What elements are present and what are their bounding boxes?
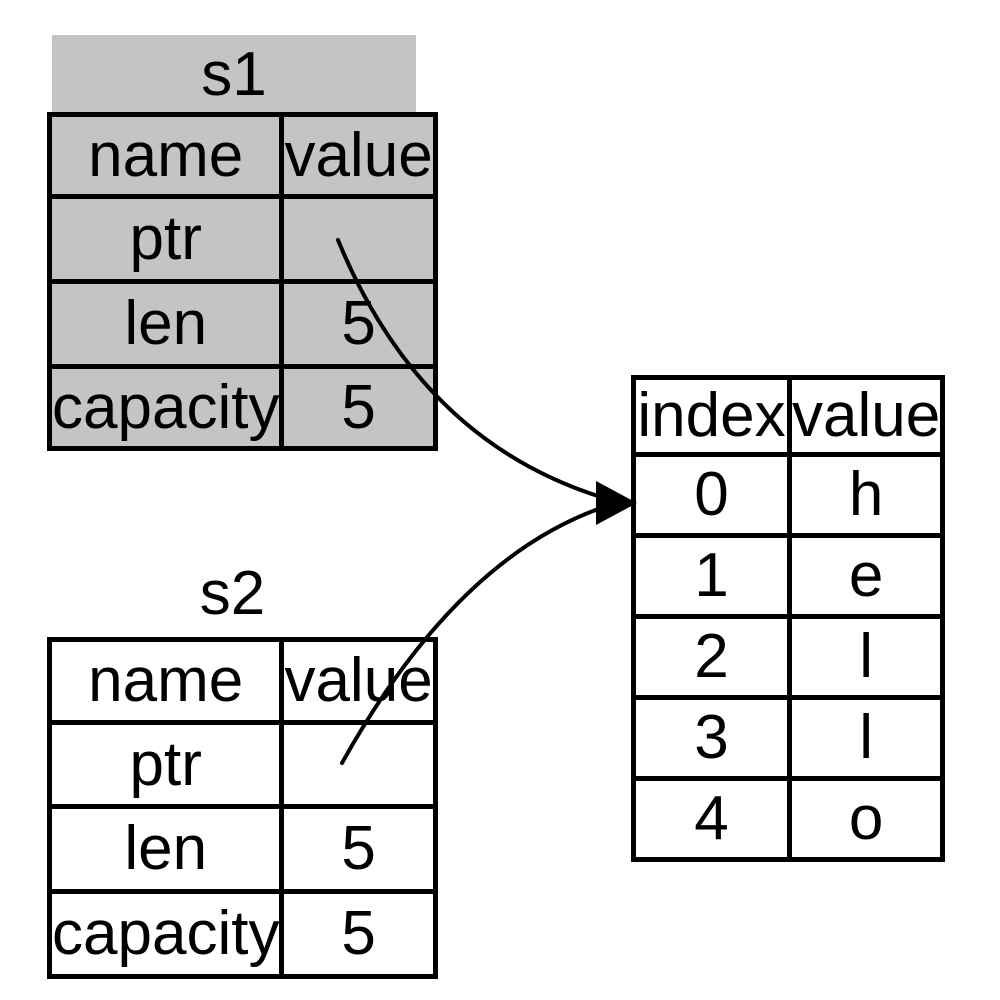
heap-index-cell: 1	[631, 533, 792, 619]
table-row: ptr	[46, 720, 438, 809]
s1-header-name: name	[46, 112, 285, 199]
table-row: capacity 5	[46, 889, 438, 979]
s1-title: s1	[201, 40, 267, 109]
heap-index-cell: 0	[631, 452, 792, 538]
table-row: ptr	[46, 194, 438, 284]
heap-header-value: value	[786, 375, 946, 457]
s1-ptr-name-cell: ptr	[46, 194, 285, 284]
table-row: index value	[631, 375, 946, 457]
table-row: len 5	[46, 279, 438, 369]
s2-header-value: value	[279, 637, 438, 725]
heap-value-cell: e	[786, 533, 946, 619]
heap-value-cell: h	[786, 452, 946, 538]
s1-len-value-cell: 5	[279, 279, 438, 369]
table-row: 3 l	[631, 695, 946, 781]
s1-capacity-value-cell: 5	[279, 364, 438, 451]
s2-header-name: name	[46, 637, 285, 725]
table-row: name value	[46, 637, 438, 725]
table-row: 0 h	[631, 452, 946, 538]
s2-ptr-value-cell	[279, 720, 438, 809]
table-row: 2 l	[631, 614, 946, 700]
heap-index-cell: 2	[631, 614, 792, 700]
table-row: 4 o	[631, 776, 946, 862]
heap-index-cell: 3	[631, 695, 792, 781]
s2-struct-table: name value ptr len 5 capacity 5	[46, 637, 438, 979]
s1-capacity-name-cell: capacity	[46, 364, 285, 451]
table-row: name value	[46, 112, 438, 199]
table-row: capacity 5	[46, 364, 438, 451]
s1-title-band: s1	[52, 35, 416, 115]
s2-capacity-value-cell: 5	[279, 889, 438, 979]
s1-len-name-cell: len	[46, 279, 285, 369]
s2-title: s2	[199, 559, 266, 628]
heap-value-cell: l	[786, 614, 946, 700]
s1-header-value: value	[279, 112, 438, 199]
s2-len-value-cell: 5	[279, 804, 438, 894]
s2-len-name-cell: len	[46, 804, 285, 894]
s1-ptr-value-cell	[279, 194, 438, 284]
heap-index-cell: 4	[631, 776, 792, 862]
s2-ptr-name-cell: ptr	[46, 720, 285, 809]
heap-value-cell: l	[786, 695, 946, 781]
s1-struct-table: name value ptr len 5 capacity 5	[46, 112, 438, 451]
heap-header-index: index	[631, 375, 792, 457]
heap-string-table: index value 0 h 1 e 2 l 3 l 4 o	[631, 375, 946, 862]
table-row: 1 e	[631, 533, 946, 619]
heap-value-cell: o	[786, 776, 946, 862]
table-row: len 5	[46, 804, 438, 894]
s2-capacity-name-cell: capacity	[46, 889, 285, 979]
